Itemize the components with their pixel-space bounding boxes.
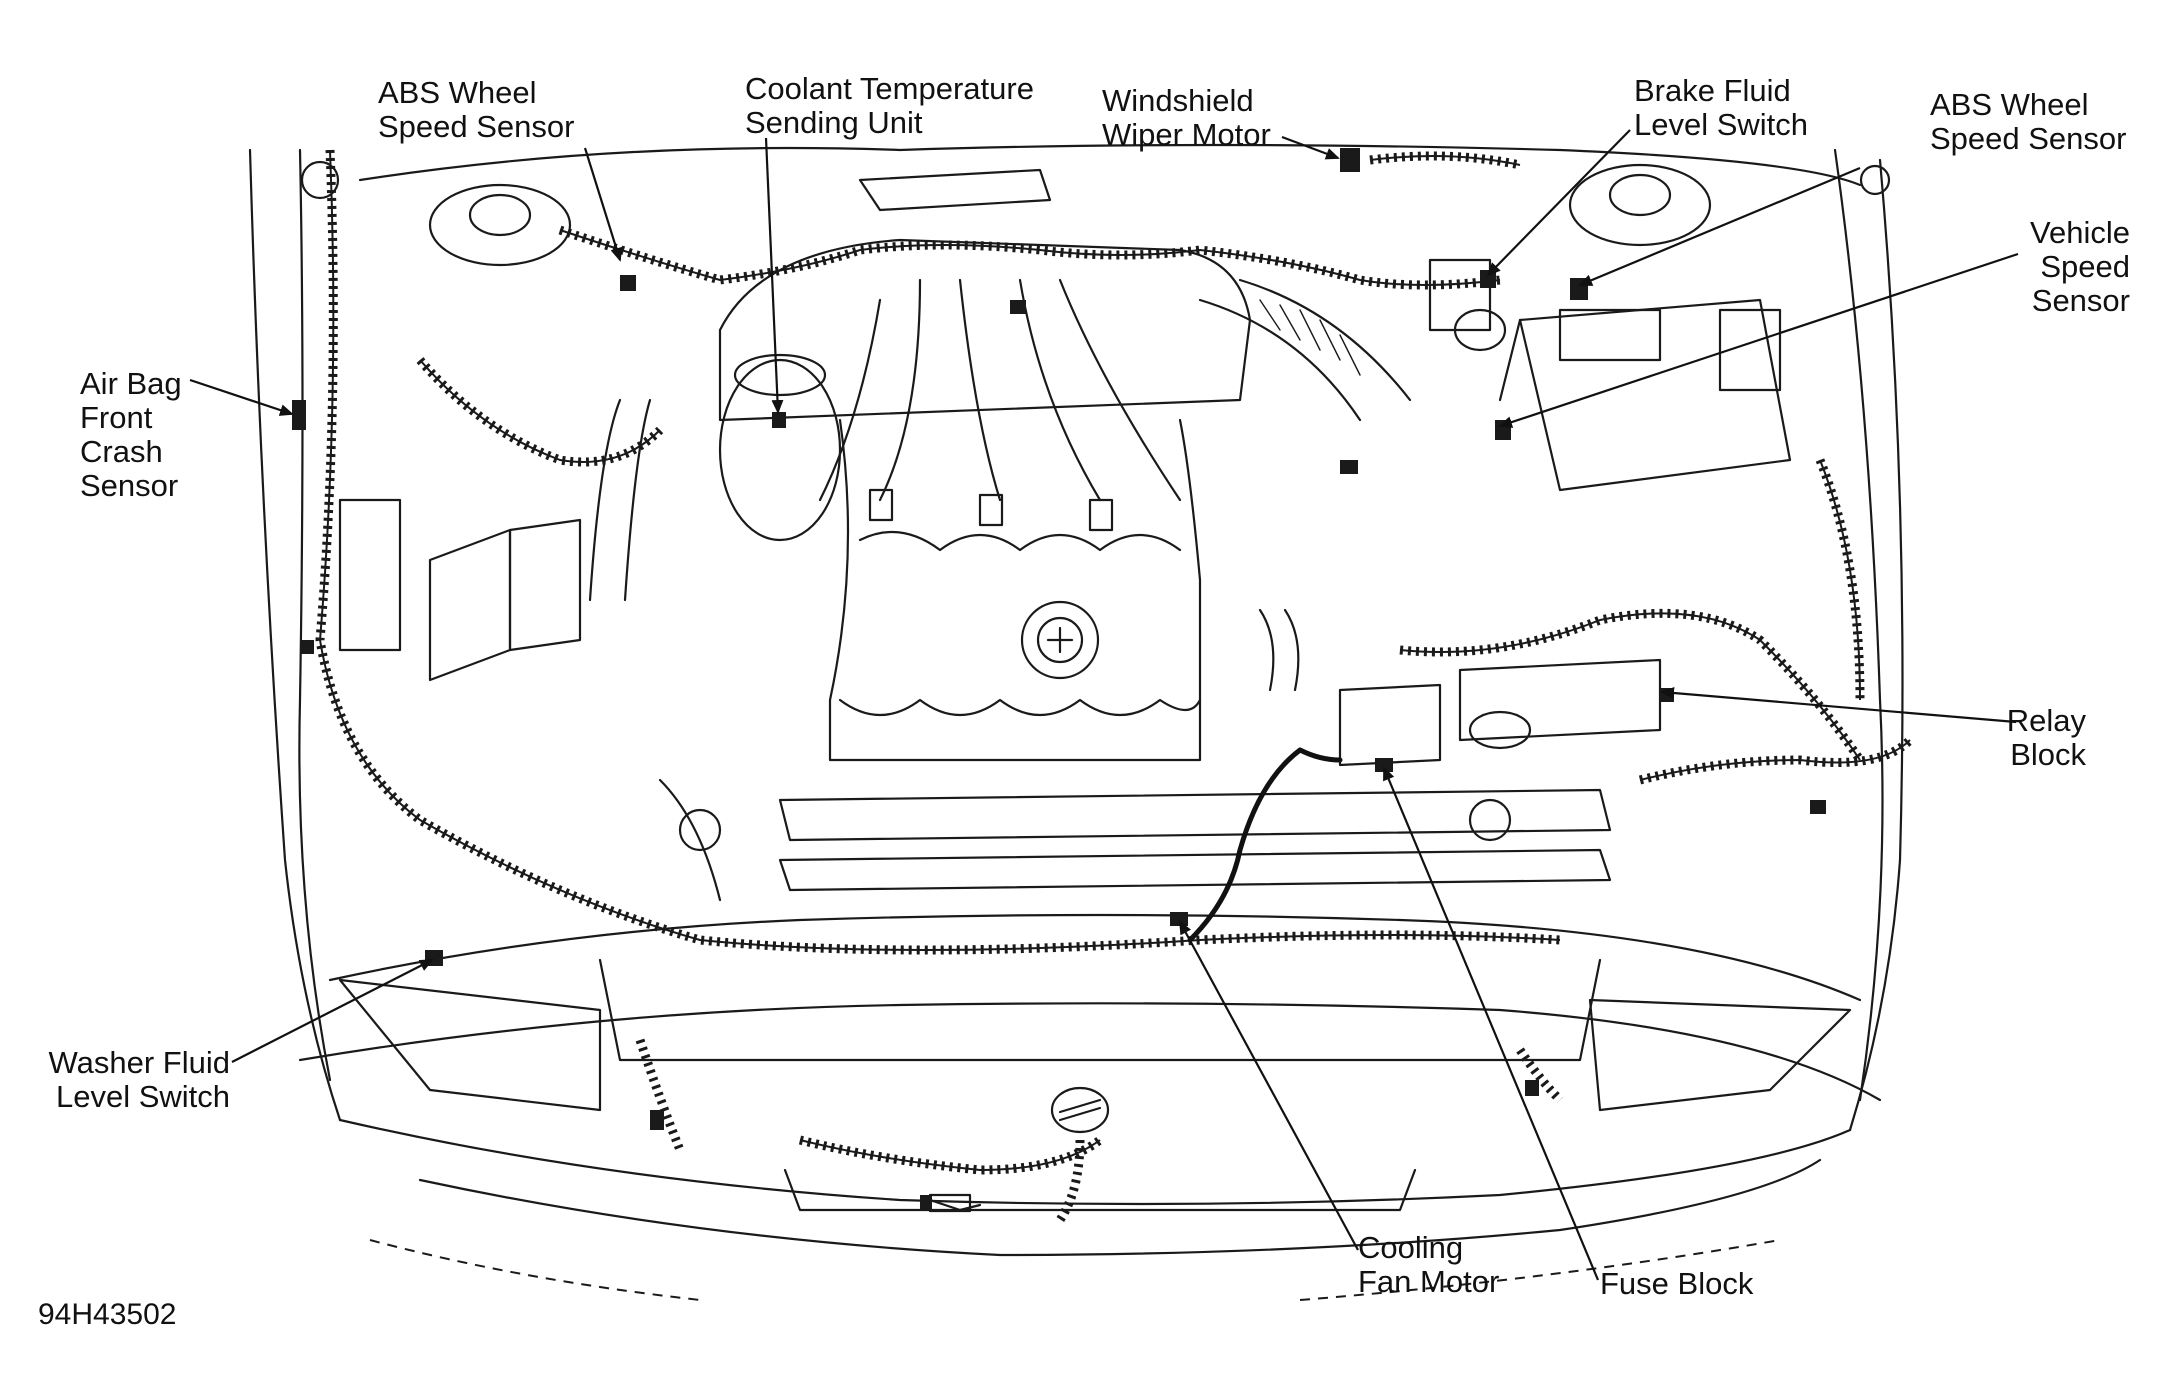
- leader-abs-right: [1578, 166, 1861, 287]
- leader-brake-fluid: [1486, 129, 1631, 277]
- label-abs-wheel-speed-sensor-left: ABS Wheel Speed Sensor: [378, 75, 575, 144]
- label-cooling-fan-motor: Cooling Fan Motor: [1358, 1230, 1500, 1299]
- label-relay-block: Relay Block: [2006, 703, 2086, 772]
- leader-coolant-temp: [764, 137, 784, 414]
- wiring-harness: [315, 149, 1914, 1223]
- leader-abs-left: [583, 147, 623, 262]
- connectors: [292, 148, 1826, 1211]
- label-abs-wheel-speed-sensor-right: ABS Wheel Speed Sensor: [1930, 87, 2127, 156]
- label-vehicle-speed-sensor: Vehicle Speed Sensor: [2030, 215, 2130, 318]
- leader-relay-block: [1660, 687, 2017, 724]
- leader-vehicle-speed: [1498, 252, 2019, 428]
- figure-number: 94H43502: [38, 1298, 177, 1331]
- leader-washer-fluid: [231, 959, 434, 1063]
- engine-assembly: [338, 168, 1792, 1213]
- leader-cooling-fan: [1179, 920, 1359, 1251]
- vehicle-body-outline: [248, 143, 1904, 1301]
- label-windshield-wiper-motor: Windshield Wiper Motor: [1102, 83, 1271, 152]
- leader-air-bag: [189, 378, 294, 416]
- label-washer-fluid-level-switch: Washer Fluid Level Switch: [48, 1045, 230, 1114]
- label-coolant-temperature-sending-unit: Coolant Temperature Sending Unit: [745, 71, 1034, 140]
- leader-fuse-block: [1382, 766, 1600, 1281]
- leader-wiper-motor: [1281, 135, 1340, 160]
- label-fuse-block: Fuse Block: [1600, 1266, 1754, 1301]
- label-air-bag-front-crash-sensor: Air Bag Front Crash Sensor: [80, 366, 182, 503]
- leader-lines: [189, 129, 2019, 1281]
- label-brake-fluid-level-switch: Brake Fluid Level Switch: [1634, 73, 1809, 142]
- ford-emblem-icon: [1050, 1086, 1110, 1134]
